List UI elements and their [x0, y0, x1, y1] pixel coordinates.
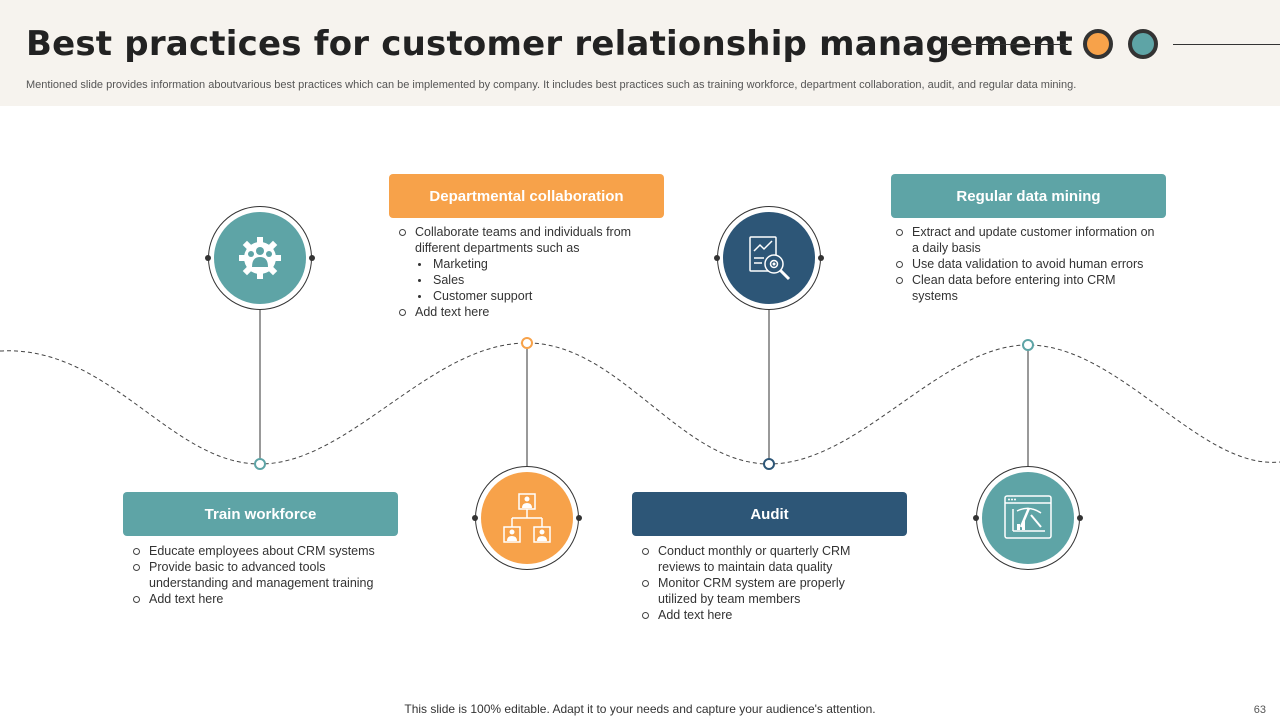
slide-footer: This slide is 100% editable. Adapt it to…: [404, 702, 876, 716]
train-workforce-label: Train workforce: [123, 492, 398, 536]
report-magnifier-icon: [749, 236, 791, 281]
audit-circle: [714, 206, 824, 310]
audit-text: Conduct monthly or quarterly CRM reviews…: [640, 543, 875, 623]
list-subitem: Sales: [397, 272, 657, 288]
departmental-collaboration-circle: [472, 466, 582, 570]
header-line-left: [948, 44, 1068, 45]
regular-data-mining-label: Regular data mining: [891, 174, 1166, 218]
header-dot-teal: [1128, 29, 1158, 59]
header-line-right: [1173, 44, 1280, 45]
train-workforce-circle: [205, 206, 315, 310]
list-item: Extract and update customer information …: [894, 224, 1162, 256]
list-item: Add text here: [131, 591, 393, 607]
team-gear-icon: [239, 237, 281, 279]
slide-title: Best practices for customer relationship…: [26, 24, 1073, 64]
header-dot-orange: [1083, 29, 1113, 59]
org-chart-icon: [503, 493, 551, 543]
list-subitem: Customer support: [397, 288, 657, 304]
train-workforce-text: Educate employees about CRM systems Prov…: [131, 543, 393, 607]
list-item: Conduct monthly or quarterly CRM reviews…: [640, 543, 875, 575]
slide-subtitle: Mentioned slide provides information abo…: [26, 79, 1077, 91]
list-item: Add text here: [640, 607, 875, 623]
mining-chart-icon: [1004, 495, 1052, 539]
list-item: Use data validation to avoid human error…: [894, 256, 1162, 272]
list-item: Clean data before entering into CRM syst…: [894, 272, 1162, 304]
list-item: Add text here: [397, 304, 657, 320]
regular-data-mining-circle: [973, 466, 1083, 570]
regular-data-mining-text: Extract and update customer information …: [894, 224, 1162, 304]
list-item: Collaborate teams and individuals from d…: [397, 224, 657, 256]
departmental-collaboration-label: Departmental collaboration: [389, 174, 664, 218]
page-number: 63: [1253, 704, 1266, 716]
list-item: Educate employees about CRM systems: [131, 543, 393, 559]
list-item: Monitor CRM system are properly utilized…: [640, 575, 875, 607]
slide-header: Best practices for customer relationship…: [0, 0, 1280, 106]
list-item: Provide basic to advanced tools understa…: [131, 559, 393, 591]
departmental-collaboration-text: Collaborate teams and individuals from d…: [397, 224, 657, 320]
list-subitem: Marketing: [397, 256, 657, 272]
audit-label: Audit: [632, 492, 907, 536]
